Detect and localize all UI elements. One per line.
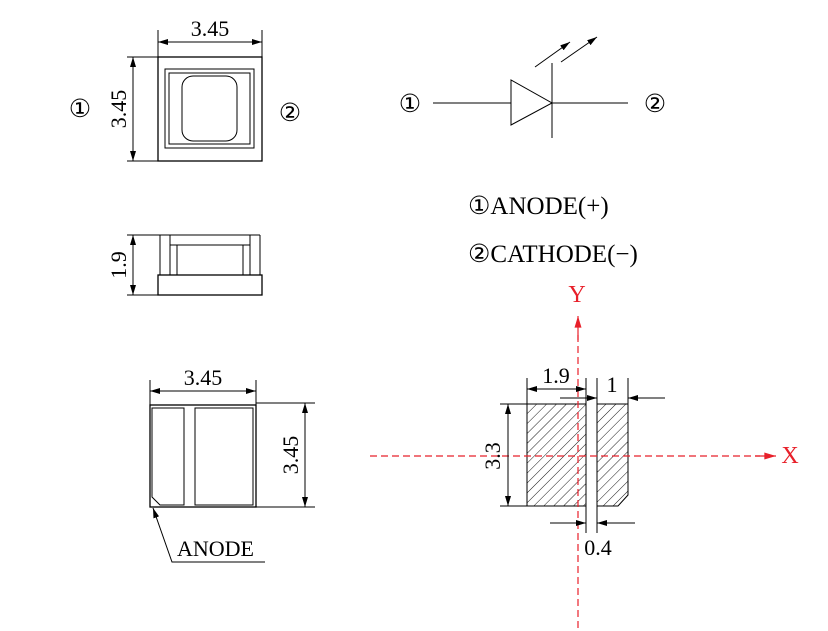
pin2-marker: ② xyxy=(279,100,301,127)
anode-pad xyxy=(151,407,185,506)
cathode-land xyxy=(596,403,629,507)
side-view: 1.9 xyxy=(106,234,263,296)
anode-label: ANODE xyxy=(177,536,254,561)
anode-land xyxy=(526,403,587,507)
x-axis-label: X xyxy=(781,443,798,469)
legend-cathode: ②CATHODE(−) xyxy=(468,241,638,268)
legend-anode: ①ANODE(+) xyxy=(468,193,609,220)
diode-triangle xyxy=(510,79,554,126)
height-label: 3.45 xyxy=(106,90,131,129)
package-outline xyxy=(157,56,263,162)
light-arrow-icon xyxy=(534,41,571,68)
height-label: 1.9 xyxy=(106,251,131,279)
pad2-width-label: 1 xyxy=(607,372,618,397)
led-schematic: ① ② xyxy=(399,36,666,138)
light-arrow-icon xyxy=(560,36,598,63)
width-label: 3.45 xyxy=(191,16,230,41)
footprint: Y X 1.9 1 3.3 0.4 xyxy=(370,282,799,631)
cathode-pad xyxy=(194,407,254,506)
width-label: 3.45 xyxy=(184,365,223,390)
gap-label: 0.4 xyxy=(584,535,612,560)
pad-width-label: 1.9 xyxy=(542,363,570,388)
height-label: 3.45 xyxy=(278,436,303,475)
anode-leader xyxy=(152,507,265,563)
pin2-marker: ② xyxy=(644,91,666,118)
inner-frame xyxy=(164,68,255,149)
package-outline xyxy=(149,404,257,508)
height-label: 3.3 xyxy=(480,442,505,470)
lens xyxy=(181,75,238,142)
bottom-view: 3.45 3.45 ANODE xyxy=(149,365,315,563)
base xyxy=(157,274,263,296)
inner-frame-2 xyxy=(168,72,251,145)
pin1-marker: ① xyxy=(69,96,91,123)
y-axis-label: Y xyxy=(568,282,585,308)
top-view: 3.45 3.45 ① ② xyxy=(69,16,301,162)
pin1-marker: ① xyxy=(399,91,421,118)
